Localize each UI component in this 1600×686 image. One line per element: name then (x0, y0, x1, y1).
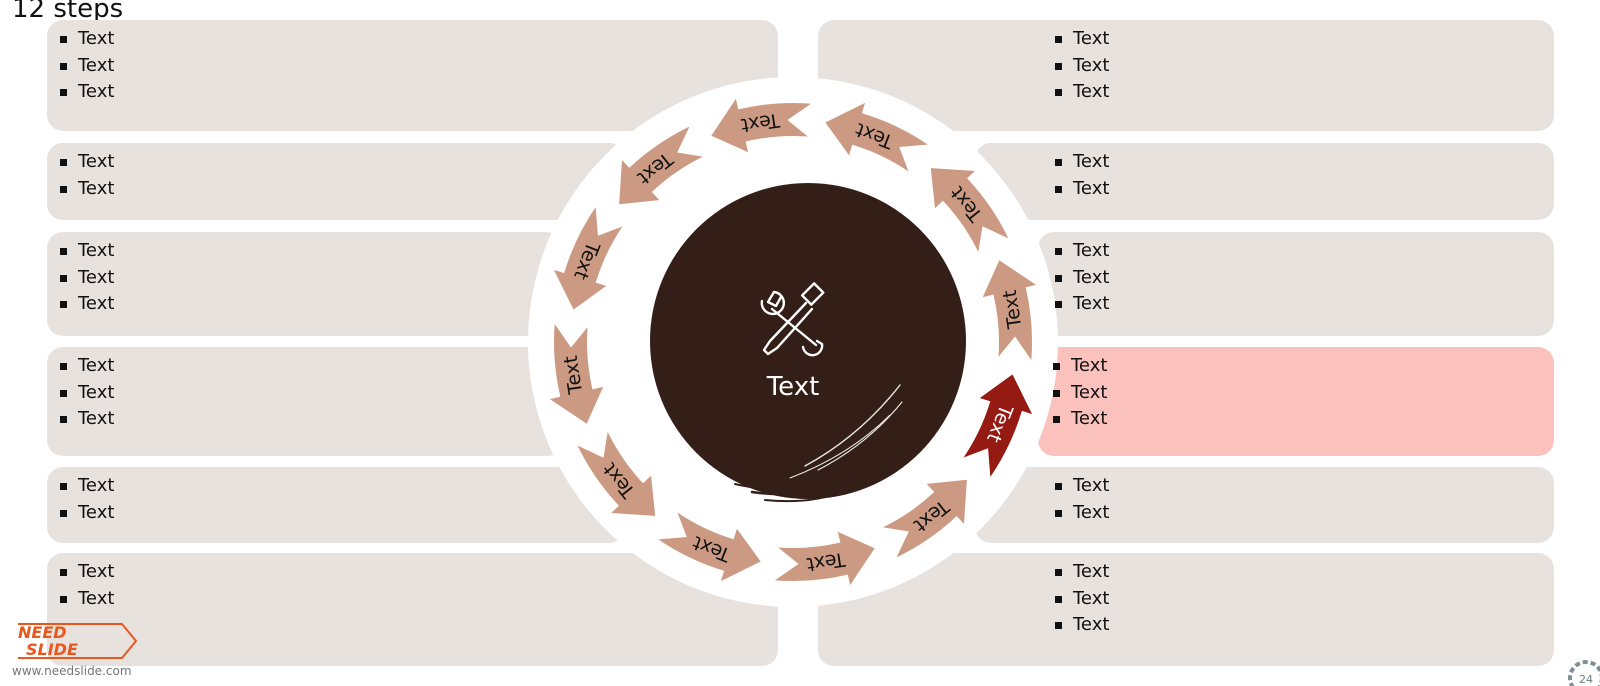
step-arrow-8: Text (769, 528, 878, 591)
text-box-right-1 (818, 20, 1554, 131)
needslide-logo: NEED SLIDE (18, 623, 138, 659)
bullet-item: Text (58, 26, 114, 53)
step-arrow-shape (573, 425, 658, 519)
bullet-item: Text (58, 238, 114, 265)
logo-line-2: SLIDE (26, 640, 78, 659)
step-arrow-shape (876, 477, 970, 562)
bullet-item: Text (58, 380, 114, 407)
center-disc (650, 183, 966, 499)
bullet-item: Text (1053, 53, 1109, 80)
text-box-right-3 (1038, 232, 1554, 336)
bullet-item: Text (1051, 353, 1107, 380)
step-arrow-10: Text (958, 371, 1036, 483)
step-arrow-shape (544, 318, 607, 427)
text-box-left-4 (47, 347, 563, 456)
text-box-left-1 (47, 20, 778, 131)
step-arrow-shape (979, 257, 1042, 366)
text-box-left-6 (47, 553, 778, 666)
tools-icon (760, 282, 825, 357)
bullet-item: Text (1053, 612, 1109, 639)
brush-highlights (789, 384, 903, 479)
bullet-item: Text (58, 500, 114, 527)
text-box-right-2 (975, 143, 1554, 220)
bullet-item: Text (1053, 265, 1109, 292)
bullet-item: Text (1053, 559, 1109, 586)
bullet-item: Text (1053, 149, 1109, 176)
step-arrow-11: Text (979, 257, 1042, 366)
boxes-layer (47, 20, 1554, 666)
step-arrow-shape (958, 371, 1036, 483)
page-number-badge: 24 (1568, 660, 1600, 686)
text-box-right-4 (1038, 347, 1554, 456)
bullet-item: Text (1053, 473, 1109, 500)
bullet-item: Text (1053, 291, 1109, 318)
bullet-item: Text (58, 176, 114, 203)
bullet-item: Text (1053, 500, 1109, 527)
step-arrow-shape (928, 165, 1013, 259)
step-arrow-7: Text (652, 507, 764, 585)
bullet-item: Text (58, 559, 114, 586)
page-number: 24 (1579, 673, 1593, 686)
center-label: Text (766, 372, 820, 402)
bullet-item: Text (58, 265, 114, 292)
text-box-left-2 (47, 143, 625, 220)
bullet-item: Text (58, 79, 114, 106)
logo-line-1: NEED (18, 623, 67, 642)
text-box-right-6 (818, 553, 1554, 666)
bullet-item: Text (1051, 380, 1107, 407)
bullet-item: Text (58, 586, 114, 613)
text-box-left-3 (47, 232, 562, 336)
step-arrow-shape (616, 122, 710, 207)
step-arrow-shape (652, 507, 764, 585)
bullet-item: Text (58, 53, 114, 80)
bullet-item: Text (1051, 406, 1107, 433)
step-arrow-shape (550, 201, 628, 313)
step-arrow-5: Text (544, 318, 607, 427)
footer-url: www.needslide.com (12, 664, 132, 678)
step-arrow-shape (708, 93, 817, 156)
bullet-item: Text (58, 291, 114, 318)
text-box-right-5 (975, 467, 1554, 543)
step-arrow-shape (822, 99, 934, 177)
bullet-item: Text (58, 353, 114, 380)
bullet-item: Text (1053, 238, 1109, 265)
text-box-left-5 (47, 467, 625, 543)
bullet-item: Text (58, 473, 114, 500)
bullet-item: Text (1053, 176, 1109, 203)
bullet-item: Text (58, 149, 114, 176)
step-arrow-4: Text (550, 201, 628, 313)
bullet-item: Text (1053, 586, 1109, 613)
page-gear-icon (1568, 660, 1600, 686)
center-circle (650, 183, 966, 503)
step-arrow-shape (769, 528, 878, 591)
bullet-item: Text (58, 406, 114, 433)
step-arrow-1: Text (822, 99, 934, 177)
bullet-item: Text (1053, 26, 1109, 53)
bullet-item: Text (1053, 79, 1109, 106)
step-arrow-2: Text (708, 93, 817, 156)
